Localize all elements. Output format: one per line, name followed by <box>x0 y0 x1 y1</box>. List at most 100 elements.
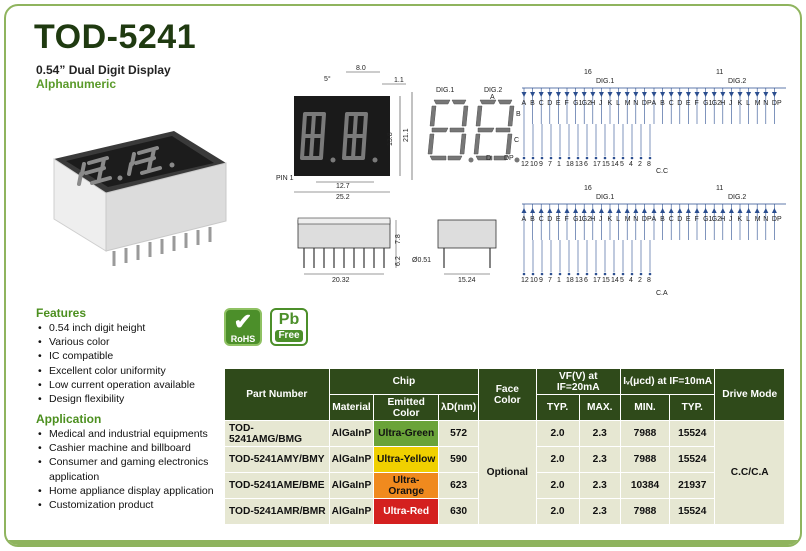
seg-a-label: A <box>490 94 495 101</box>
segment-label: K <box>738 216 743 223</box>
col-drive-mode: Drive Mode <box>714 368 785 421</box>
segment-label: G2 <box>582 100 591 107</box>
segment-label: D <box>677 100 682 107</box>
list-item: Consumer and gaming electronics applicat… <box>38 455 238 483</box>
segment-label: D <box>547 216 552 223</box>
lambda-cell: 630 <box>438 498 480 525</box>
list-item: Customization product <box>38 498 238 512</box>
segment-label: B <box>530 100 535 107</box>
seg-dp-label: DP <box>504 155 514 162</box>
pin-label: 8 <box>647 277 651 284</box>
product-photo <box>53 131 227 266</box>
material-cell: AlGaInP <box>328 446 375 473</box>
datasheet-frame: TOD-5241 0.54” Dual Digit Display Alphan… <box>4 4 802 547</box>
segment-label: N <box>763 216 768 223</box>
cc-pin16-label: 16 <box>584 69 592 76</box>
segment-label: E <box>686 216 691 223</box>
application-list: Medical and industrial equipments Cashie… <box>38 427 238 512</box>
col-material: Material <box>328 394 375 421</box>
pin-label: 12 <box>521 277 529 284</box>
dim-25-2-label: 25.2 <box>336 194 350 201</box>
col-emitted-color: Emitted Color <box>373 394 440 421</box>
segment-label: N <box>763 100 768 107</box>
spec-table: Part Number Chip Face Color VF(V) at IF=… <box>224 368 785 525</box>
segment-label: L <box>746 216 750 223</box>
pin-label: 1 <box>557 277 561 284</box>
vf-max-cell: 2.3 <box>578 446 621 473</box>
list-item: Home appliance display application <box>38 484 238 498</box>
segment-label: G2 <box>712 100 721 107</box>
cc-dig1-label: DIG.1 <box>596 78 614 85</box>
segment-label: G1 <box>703 100 712 107</box>
part-number-cell: TOD-5241AMG/BMG <box>224 420 330 447</box>
rohs-badge: ✔ RoHS <box>224 308 262 346</box>
segment-label: B <box>660 216 665 223</box>
col-iv-min: MIN. <box>619 394 671 421</box>
pin-label: 17 <box>593 277 601 284</box>
col-iv-typ: TYP. <box>669 394 716 421</box>
pin-label: 4 <box>629 161 633 168</box>
pin-label: 1 <box>557 161 561 168</box>
vf-max-cell: 2.3 <box>578 472 621 499</box>
features-list: 0.54 inch digit height Various color IC … <box>38 321 195 406</box>
product-title: TOD-5241 <box>34 18 197 56</box>
col-lambda: λD(nm) <box>438 394 480 421</box>
features-heading: Features <box>36 306 87 320</box>
cc-mode-label: C.C <box>656 168 668 175</box>
iv-min-cell: 10384 <box>619 472 671 499</box>
segment-label: C <box>669 216 674 223</box>
table-row: TOD-5241AMG/BMG AlGaInP Ultra-Green 572 … <box>224 420 785 525</box>
segment-label: DP <box>642 100 652 107</box>
segment-label: J <box>729 100 733 107</box>
segment-label: E <box>556 100 561 107</box>
segment-label: K <box>608 100 613 107</box>
segment-label: F <box>695 216 699 223</box>
dim-angle-label: 5° <box>324 75 331 83</box>
pin-label: 2 <box>638 277 642 284</box>
col-vf-typ: TYP. <box>535 394 580 421</box>
segment-label: G1 <box>573 100 582 107</box>
dim-15-24-label: 15.24 <box>458 277 476 284</box>
segment-label: K <box>608 216 613 223</box>
segment-label: B <box>530 216 535 223</box>
part-number-cell: TOD-5241AMR/BMR <box>224 498 330 525</box>
segment-label: G2 <box>582 216 591 223</box>
col-face-color: Face Color <box>478 368 537 421</box>
seg-b-label: B <box>516 111 521 118</box>
iv-typ-cell: 15524 <box>669 446 716 473</box>
material-cell: AlGaInP <box>328 498 375 525</box>
list-item: Excellent color uniformity <box>38 364 195 378</box>
free-label: Free <box>275 330 303 342</box>
pin-label: 8 <box>647 161 651 168</box>
segment-diagram: DIG.1 DIG.2 A B C D DP <box>427 87 521 163</box>
segment-label: G2 <box>712 216 721 223</box>
segment-label: E <box>556 216 561 223</box>
dim-8-label: 8.0 <box>356 65 366 72</box>
segment-label: E <box>686 100 691 107</box>
segment-label: A <box>652 216 657 223</box>
emitted-color-cell: Ultra-Yellow <box>373 446 440 473</box>
segment-label: A <box>522 100 527 107</box>
side-view-drawing: 7.8 6.2 20.32 <box>297 217 402 284</box>
seg-c-label: C <box>514 137 519 144</box>
lambda-cell: 572 <box>438 420 480 447</box>
segment-label: D <box>677 216 682 223</box>
pin-label: 18 <box>566 277 574 284</box>
segment-label: L <box>616 100 620 107</box>
face-color-cell: Optional <box>478 420 537 525</box>
pin-label: 13 <box>575 277 583 284</box>
segment-label: H <box>720 216 725 223</box>
application-heading: Application <box>36 412 102 426</box>
segment-label: L <box>746 100 750 107</box>
pin-label: 7 <box>548 277 552 284</box>
iv-typ-cell: 15524 <box>669 420 716 447</box>
pin-label: 10 <box>530 161 538 168</box>
pin-label: 14 <box>611 277 619 284</box>
pin-label: 2 <box>638 161 642 168</box>
ca-mode-label: C.A <box>656 290 668 297</box>
segment-label: F <box>565 100 569 107</box>
check-icon: ✔ <box>233 309 253 334</box>
vf-typ-cell: 2.0 <box>535 420 580 447</box>
end-view-drawing: Ø0.51 15.24 <box>412 219 497 284</box>
